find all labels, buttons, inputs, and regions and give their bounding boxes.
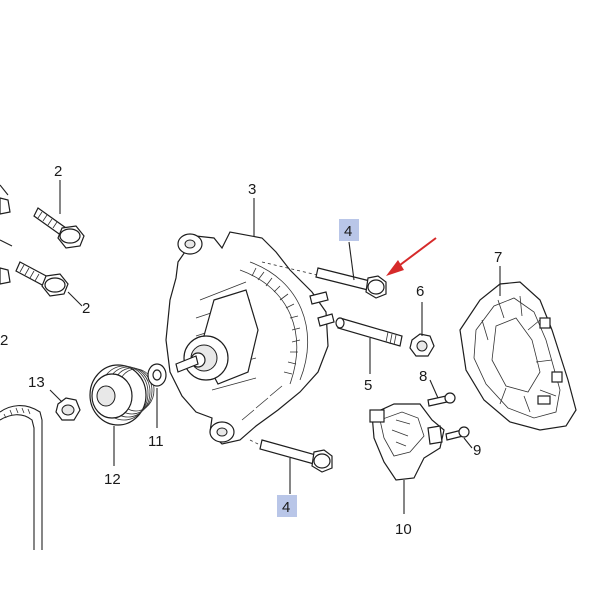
bolt-2-upper — [33, 207, 85, 249]
alternator-3 — [165, 231, 335, 445]
callout-11: 11 — [148, 433, 164, 450]
callout-2b: 2 — [82, 300, 90, 317]
leader-8 — [429, 379, 439, 399]
callout-8: 8 — [419, 368, 427, 385]
callout-2a: 2 — [54, 163, 62, 180]
callout-4a-highlight — [339, 219, 359, 241]
callout-4b-highlight — [277, 495, 297, 517]
bolt-2-lower — [15, 261, 69, 297]
callout-13: 13 — [28, 374, 45, 391]
leader-4a — [348, 241, 355, 281]
callout-4a: 4 — [344, 223, 352, 240]
leader-2b — [67, 291, 83, 307]
callout-7: 7 — [494, 249, 502, 266]
pulley-12 — [89, 364, 155, 426]
svg-text:2: 2 — [0, 332, 8, 349]
red-arrow-icon — [386, 237, 437, 276]
callout-4b: 4 — [282, 499, 290, 516]
callout-3: 3 — [248, 181, 256, 198]
rear-cover-7 — [459, 281, 577, 431]
bolt-4-lower — [259, 439, 333, 473]
callout-9: 9 — [473, 442, 481, 459]
leader-9 — [463, 437, 473, 449]
screw-8 — [427, 392, 456, 407]
callout-6: 6 — [416, 283, 424, 300]
regulator-10 — [369, 403, 445, 481]
nut-13 — [55, 397, 81, 421]
nut-6 — [409, 333, 435, 357]
screw-9 — [445, 426, 470, 441]
drive-belt — [0, 405, 43, 550]
stud-5 — [335, 317, 403, 347]
washer-11 — [147, 363, 167, 387]
callout-12: 12 — [104, 471, 121, 488]
centerline-bolt-lower — [249, 439, 263, 447]
callout-5: 5 — [364, 377, 372, 394]
callout-10: 10 — [395, 521, 412, 538]
left-edge-partial-parts: 2 — [0, 184, 13, 349]
leader-13 — [49, 389, 63, 403]
bolt-4-upper — [315, 267, 387, 299]
